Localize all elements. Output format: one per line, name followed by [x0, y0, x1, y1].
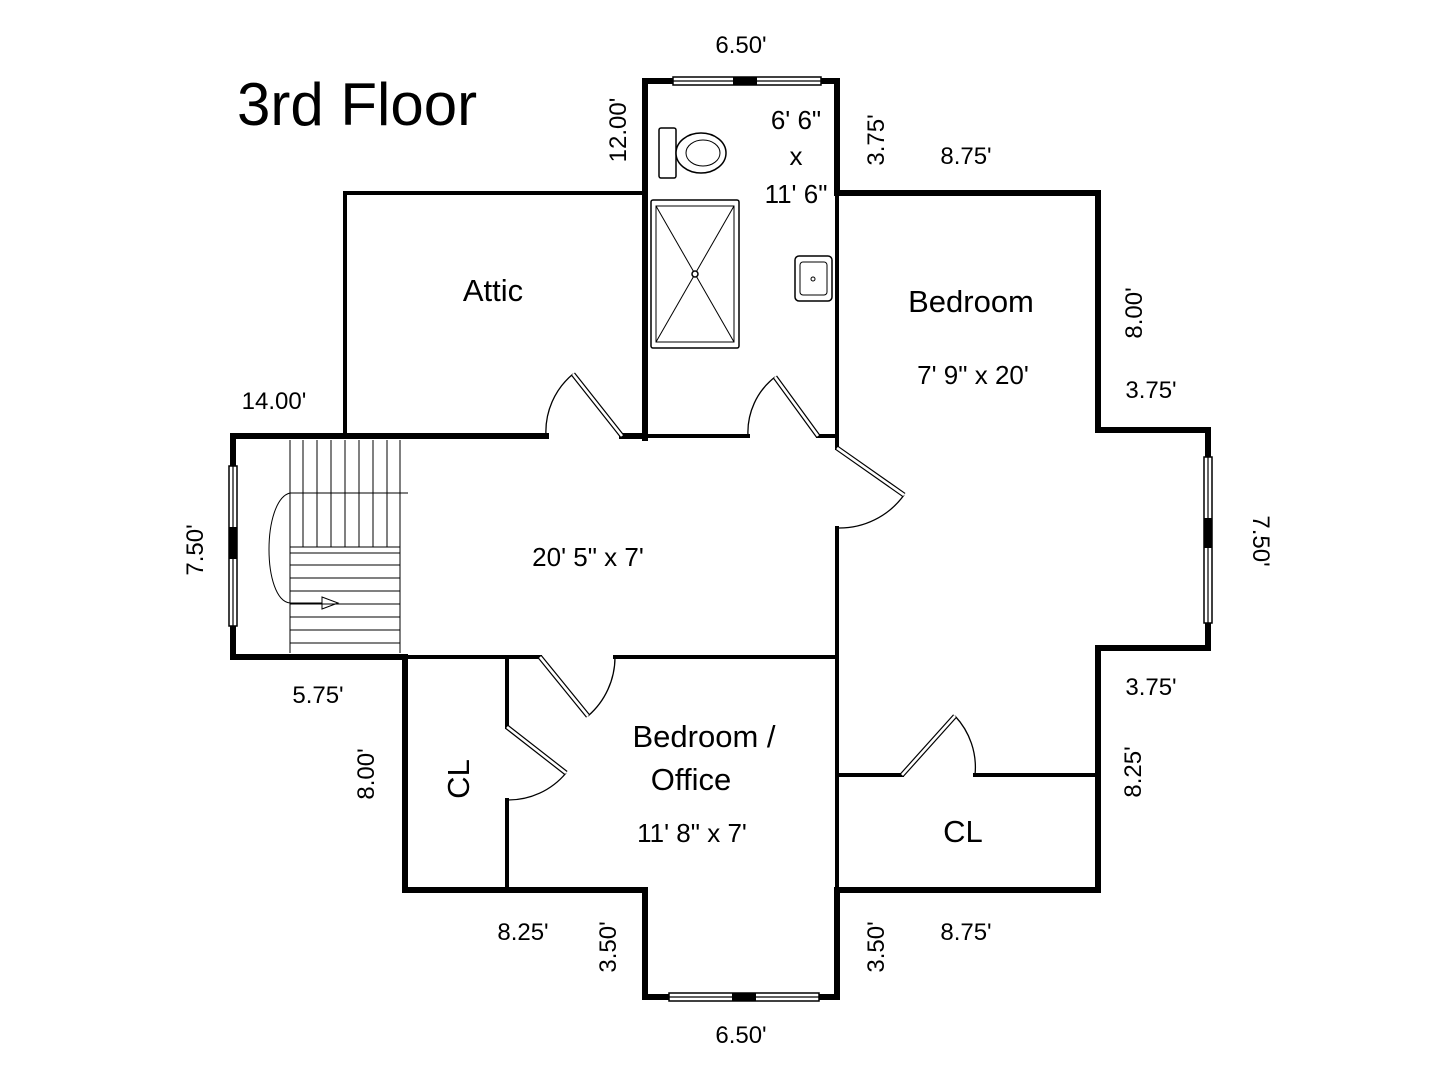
room-label-office-line2: Office — [651, 762, 731, 797]
window-office-bottom — [668, 992, 820, 1002]
door-bedroom — [835, 445, 906, 529]
window-stair-left — [228, 465, 238, 627]
dim-office-left-bay: 3.50' — [595, 921, 622, 972]
dim-attic-left: 14.00' — [242, 388, 307, 415]
door-attic — [545, 372, 624, 438]
toilet-icon — [658, 127, 727, 179]
bath-size-line1: 6' 6" — [771, 105, 821, 135]
shower-icon — [650, 199, 740, 349]
dim-bedroom-bay-bottom: 3.75' — [1125, 674, 1176, 701]
interior-walls — [343, 191, 1100, 892]
dim-bath-right: 3.75' — [863, 114, 890, 165]
staircase — [268, 440, 408, 653]
dim-stair-left: 7.50' — [182, 524, 209, 575]
dim-office-bottom: 6.50' — [715, 1022, 766, 1049]
floor-title: 3rd Floor — [237, 71, 477, 138]
dim-bedroom-top: 8.75' — [940, 143, 991, 170]
dim-bedroom-right-upper: 8.00' — [1121, 287, 1148, 338]
door-closet-right — [900, 714, 977, 777]
dim-bay-right: 7.50' — [1247, 515, 1274, 566]
dim-closet-bottom: 8.75' — [940, 919, 991, 946]
dim-bedroom-bay-top: 3.75' — [1125, 377, 1176, 404]
sink-icon — [794, 255, 833, 302]
room-labels: Attic 6' 6" x 11' 6" Bedroom 7' 9" x 20'… — [441, 105, 1034, 849]
office-size: 11' 8" x 7' — [637, 818, 747, 848]
dim-bath-left: 12.00' — [605, 98, 632, 163]
room-label-closet-left: CL — [441, 759, 476, 799]
door-office — [538, 655, 616, 718]
dim-closet-left-bottom: 8.25' — [497, 919, 548, 946]
bath-size-line2: x — [790, 141, 803, 171]
room-label-closet-right: CL — [943, 814, 983, 849]
room-label-attic: Attic — [463, 273, 523, 308]
dim-closet-right-side: 8.25' — [1120, 746, 1147, 797]
room-label-office-line1: Bedroom / — [632, 719, 775, 754]
door-closet-left — [505, 725, 568, 801]
dim-stair-bottom: 5.75' — [292, 682, 343, 709]
dim-bath-top: 6.50' — [715, 32, 766, 59]
dim-office-right-bay: 3.50' — [863, 921, 890, 972]
dim-closet-left-side: 8.00' — [353, 748, 380, 799]
hall-size: 20' 5" x 7' — [532, 542, 644, 572]
bedroom-size: 7' 9" x 20' — [917, 360, 1029, 390]
window-bay-right — [1203, 456, 1213, 624]
room-label-bedroom: Bedroom — [908, 284, 1034, 319]
dimension-labels: 6.50' 12.00' 3.75' 8.75' 8.00' 3.75' 7.5… — [182, 32, 1274, 1049]
door-bathroom — [747, 375, 821, 438]
window-bath-top — [672, 76, 822, 86]
bath-size-line3: 11' 6" — [765, 179, 828, 209]
